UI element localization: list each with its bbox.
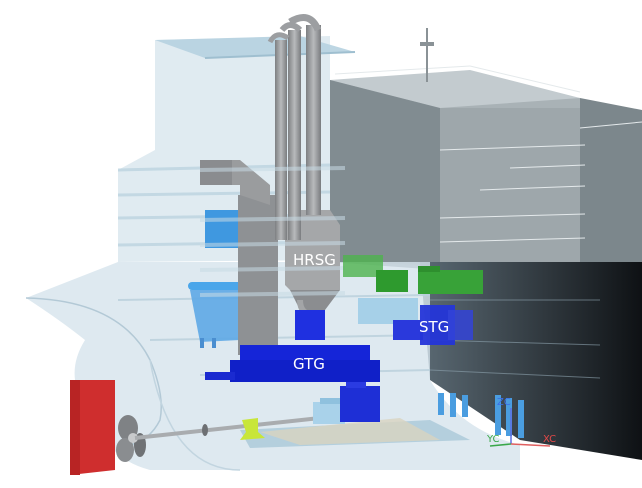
gtg [205,310,380,382]
axis-x-label: XC [543,434,556,445]
axis-y [489,443,512,447]
coordinate-axes: ZC YC XC [486,397,556,447]
hull-side-dark [420,262,642,460]
stg [393,305,473,345]
hrsg-label: HRSG [293,251,336,269]
reduction-gear-blue [340,380,380,422]
pumps-blue [438,393,524,438]
deckhouse [330,28,642,270]
axis-x [510,443,551,447]
stg-label: STG [419,318,449,336]
shaft-bearing [240,418,265,440]
deckhouse-railings [334,65,642,243]
auxiliary-box-light [358,298,418,324]
gtg-label: GTG [293,355,325,373]
exhaust-stacks [267,14,322,240]
generator-green [343,255,483,294]
rudder [70,380,115,475]
auxiliary-box-blue [205,210,240,248]
auxiliary-unit-blue [188,282,242,348]
propeller-shaft [134,416,321,440]
gearbox [313,398,345,424]
axis-y-label: YC [486,434,500,445]
axis-z-label: ZC [497,397,511,408]
